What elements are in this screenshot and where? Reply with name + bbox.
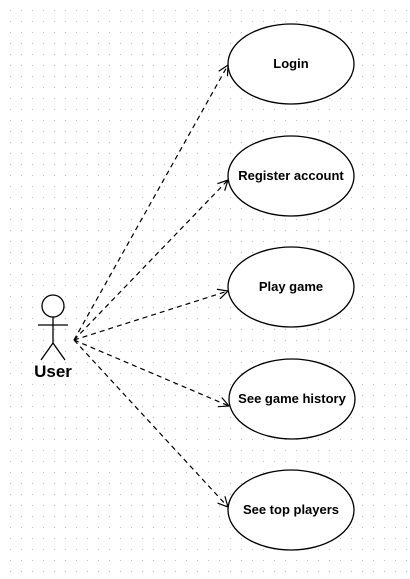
association-see-top-players [73,339,228,507]
use-case-register-account[interactable]: Register account [227,135,355,217]
use-case-ellipse [228,358,356,440]
use-case-label: Register account [238,168,344,183]
actor-user[interactable]: User [34,294,72,381]
use-case-see-game-history[interactable]: See game history [228,358,356,440]
use-case-label: See game history [238,391,346,406]
use-case-ellipse [227,23,355,105]
use-case-play-game[interactable]: Play game [227,246,355,328]
use-case-label: See top players [243,502,339,517]
associations [73,65,229,507]
actor-head [41,294,65,318]
use-case-login[interactable]: Login [227,23,355,105]
use-case-label: Play game [259,279,323,294]
association-register-account [73,180,228,341]
use-case-ellipse [227,246,355,328]
actor-label: User [34,362,72,381]
actor-left-leg [40,342,54,361]
use-case-see-top-players[interactable]: See top players [227,469,355,551]
association-see-game-history [73,339,229,406]
use-case-label: Login [273,56,308,71]
association-login [73,65,228,341]
actor-right-leg [52,342,66,361]
use-case-ellipse [227,135,355,217]
use-case-ellipse [227,469,355,551]
